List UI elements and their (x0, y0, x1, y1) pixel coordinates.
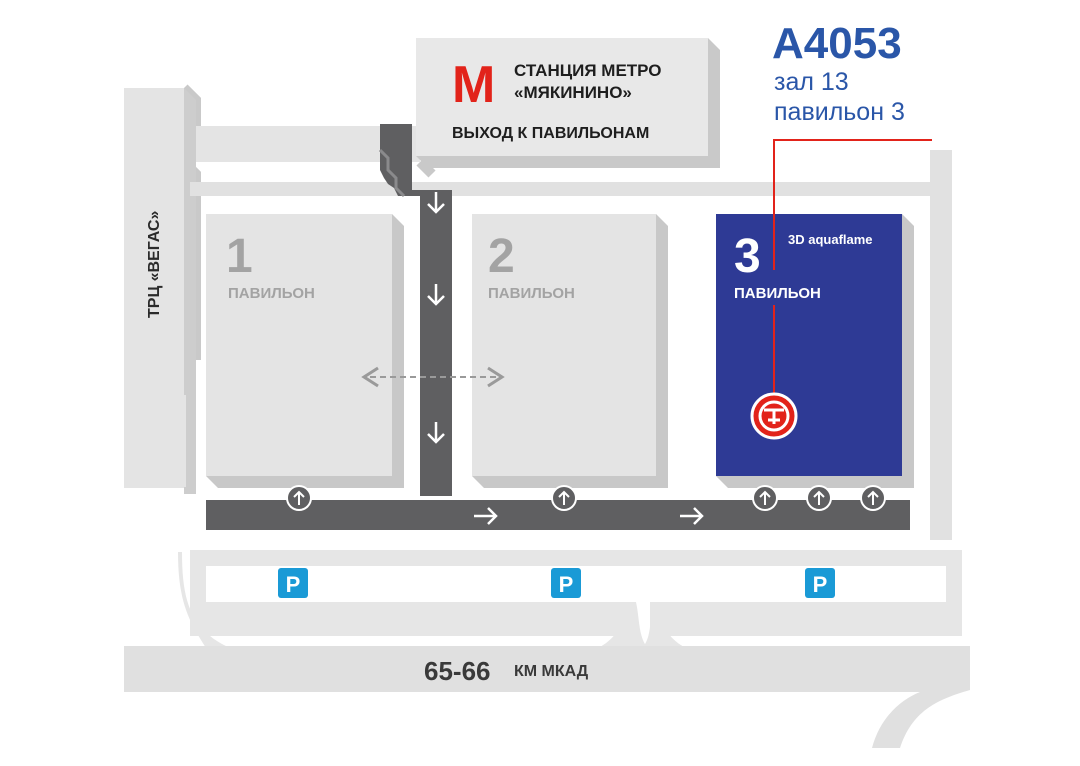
parking-curve-mid-right (640, 602, 690, 650)
booth-callout-line (773, 139, 932, 270)
access-road (124, 88, 420, 360)
mkad-km: 65-66 (424, 656, 491, 686)
mall-vegas-lower (124, 395, 186, 487)
pavilion-2-number: 2 (488, 230, 515, 283)
arrow-down-icon (427, 284, 445, 306)
parking-curve-mid-left (594, 602, 650, 650)
entrance-pavilion-2-icon[interactable] (551, 485, 577, 511)
exhibitor-logo-icon[interactable] (750, 392, 798, 440)
entrance-pavilion-3-b-icon[interactable] (806, 485, 832, 511)
pavilion-3-brand: 3D aquaflame (788, 232, 873, 247)
parking-sign-1[interactable]: P (278, 568, 308, 598)
walkway-vertical (380, 124, 452, 496)
pavilion-3-building (716, 214, 902, 476)
arrow-down-icon (427, 192, 445, 214)
pavilion-1-number: 1 (226, 230, 253, 283)
arrow-right-icon (474, 507, 498, 525)
parking-symbol: P (813, 572, 828, 597)
double-arrow-icon (361, 366, 505, 388)
entrance-pavilion-3-a-icon[interactable] (752, 485, 778, 511)
entrance-pavilion-1-icon[interactable] (286, 485, 312, 511)
mall-label: ТРЦ «ВЕГАС» (146, 211, 163, 318)
booth-code: A4053 (772, 19, 902, 68)
pavilion-2-building (472, 214, 656, 476)
metro-station-line2: «МЯКИНИНО» (514, 83, 632, 102)
pavilion-3-number: 3 (734, 230, 761, 283)
arrow-right-icon (680, 507, 704, 525)
pavilion-1-label: ПАВИЛЬОН (228, 285, 315, 302)
parking-symbol: P (286, 572, 301, 597)
pavilion-3-label: ПАВИЛЬОН (734, 285, 821, 302)
pavilion-1-building (206, 214, 392, 476)
booth-pavilion: павильон 3 (774, 98, 905, 126)
metro-station-line1: СТАНЦИЯ МЕТРО (514, 61, 662, 80)
parking-symbol: P (559, 572, 574, 597)
arrow-down-icon (427, 422, 445, 444)
pavilion-2-label: ПАВИЛЬОН (488, 285, 575, 302)
perimeter-road (190, 150, 952, 540)
mkad-name: КМ МКАД (514, 663, 589, 680)
metro-logo: М (452, 56, 495, 114)
walkway-vertical-steps (378, 148, 406, 198)
mkad-highway (124, 646, 970, 748)
entrance-pavilion-3-c-icon[interactable] (860, 485, 886, 511)
parking-sign-2[interactable]: P (551, 568, 581, 598)
metro-station-box (416, 38, 708, 156)
booth-hall: зал 13 (774, 68, 849, 96)
metro-exit-label: ВЫХОД К ПАВИЛЬОНАМ (452, 125, 649, 142)
parking-sign-3[interactable]: P (805, 568, 835, 598)
